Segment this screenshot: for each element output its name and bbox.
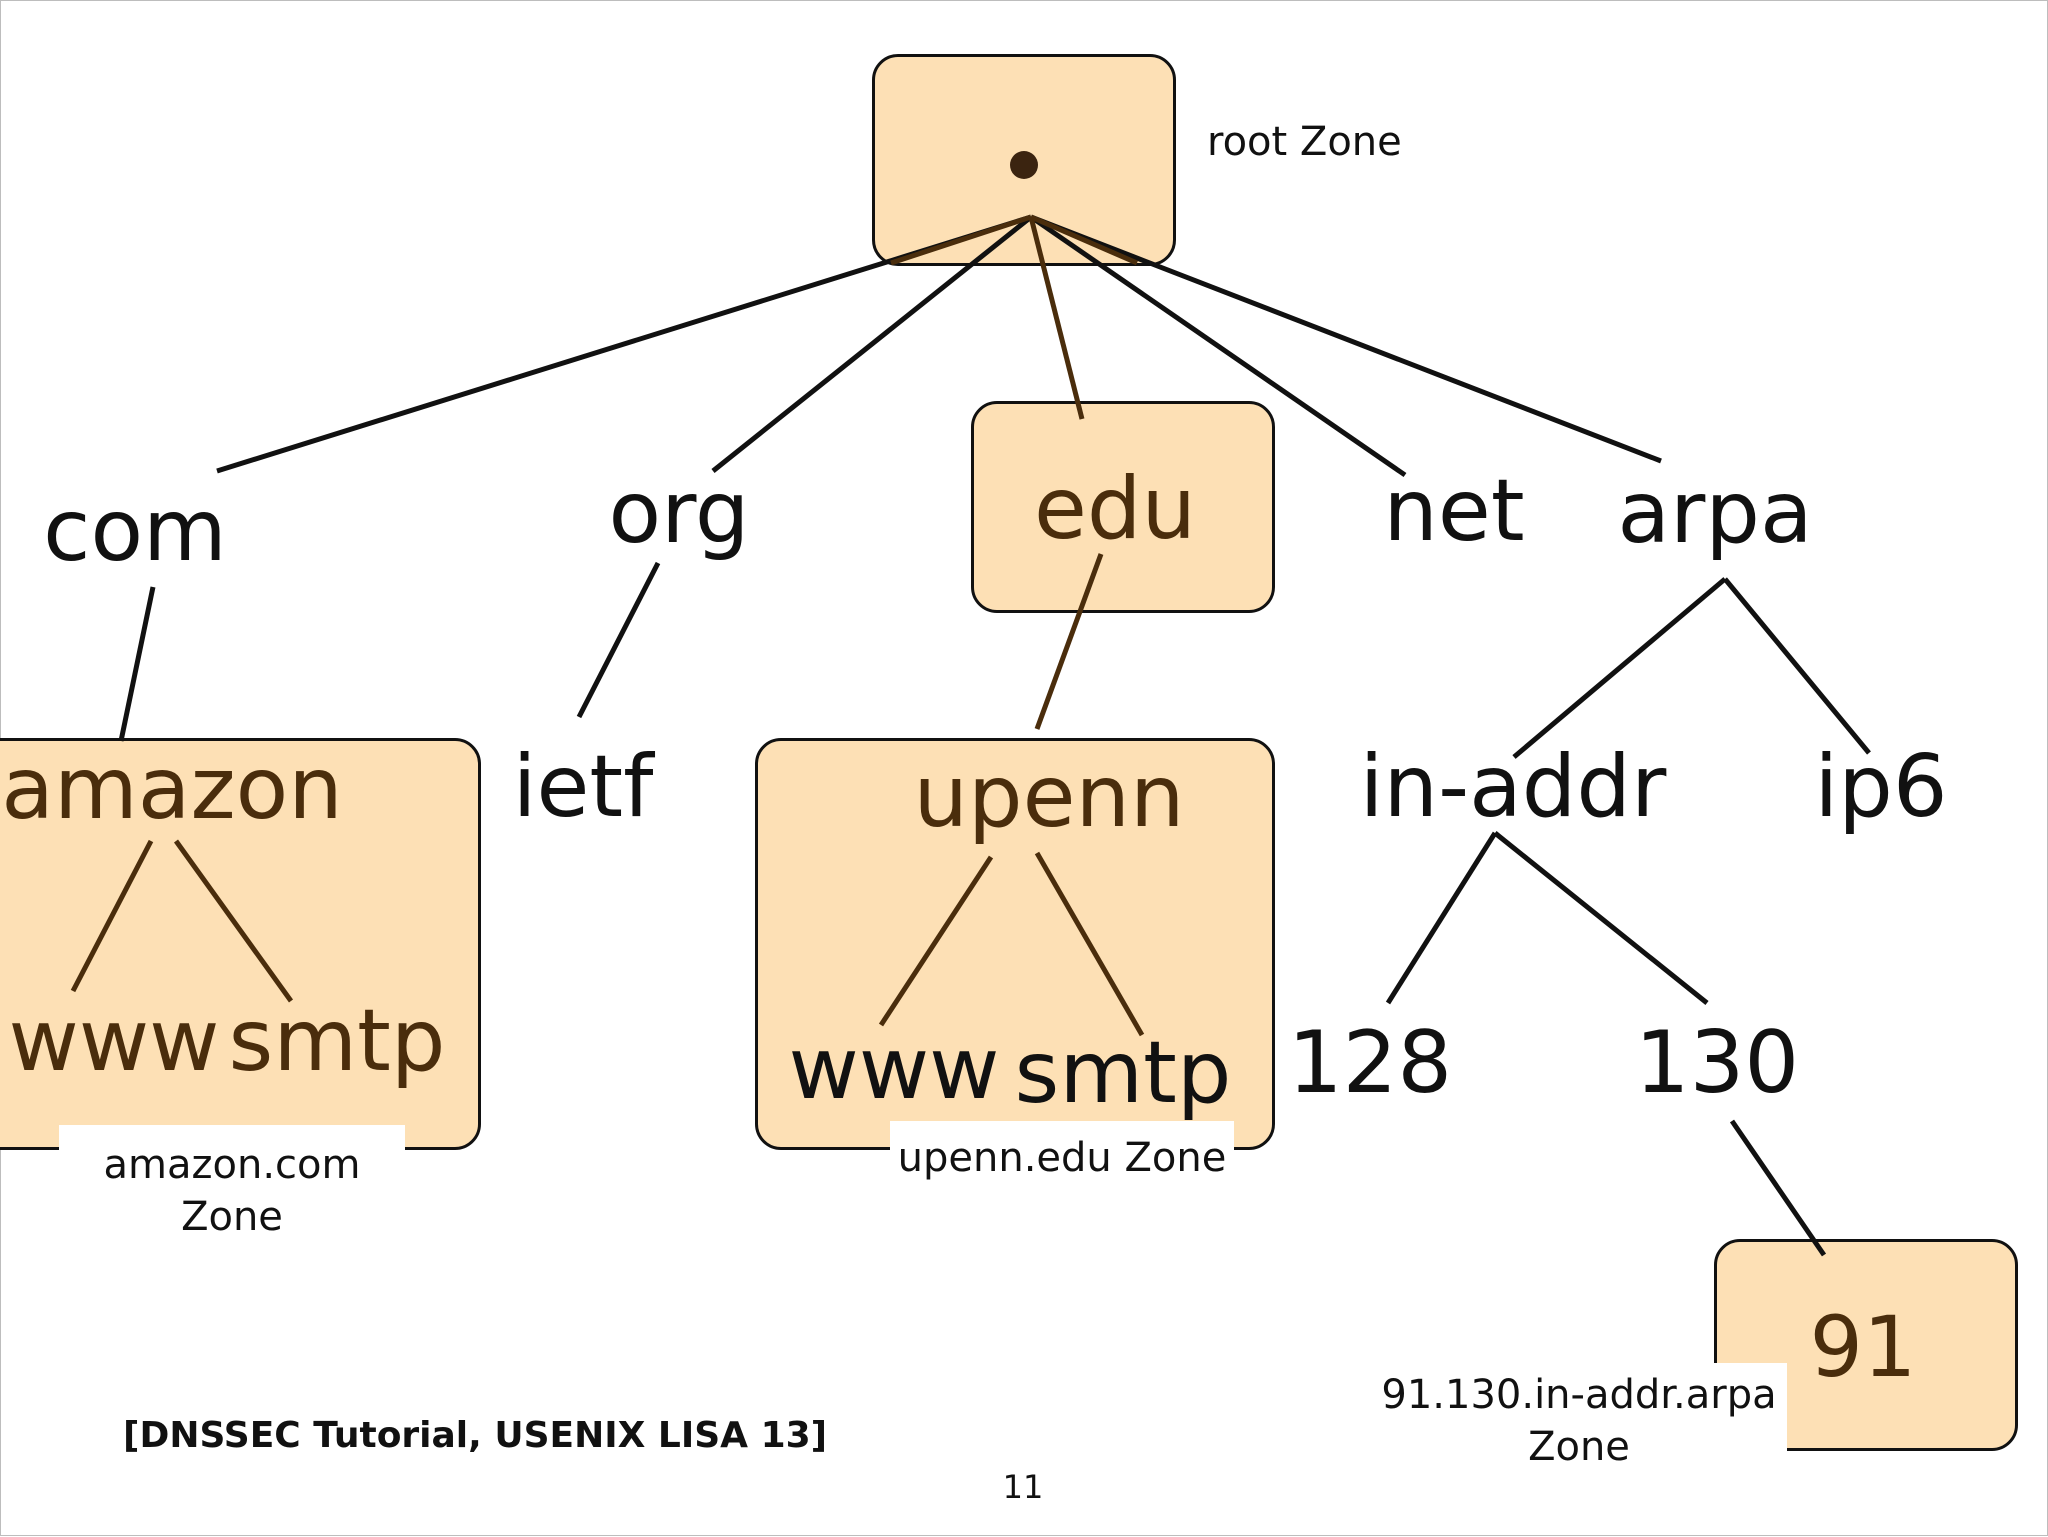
edge-arpa-inaddr <box>1512 577 1727 759</box>
upenn-zone-box <box>755 738 1275 1150</box>
arpa91-zone-caption-line1: 91.130.in-addr.arpa <box>1381 1372 1777 1418</box>
node-arpa: arpa <box>1617 463 1813 563</box>
edge-com-amazon <box>118 586 156 742</box>
node-upenn: upenn <box>913 747 1185 847</box>
edge-upenn-www <box>878 855 994 1027</box>
amazon-zone-caption-line2: Zone <box>181 1194 283 1240</box>
edge-arpa-ip6 <box>1723 577 1871 755</box>
node-ietf: ietf <box>512 737 654 837</box>
edge-root-net <box>1029 214 1407 478</box>
edge-amazon-www <box>70 839 154 993</box>
edge-root-org <box>711 215 1033 473</box>
edge-root-box-left <box>890 214 1032 266</box>
node-org: org <box>608 463 750 563</box>
edu-zone-box <box>971 401 1275 613</box>
node-edu: edu <box>1033 459 1197 559</box>
edge-root-arpa <box>1030 214 1662 464</box>
node-128: 128 <box>1287 1013 1453 1113</box>
node-upenn-www: www <box>788 1019 1000 1119</box>
node-amazon-smtp: smtp <box>228 991 446 1091</box>
node-ip6: ip6 <box>1814 737 1948 837</box>
edge-root-box-right <box>1030 214 1138 266</box>
page-number: 11 <box>1002 1468 1044 1506</box>
node-amazon-www: www <box>8 991 220 1091</box>
edge-edu-upenn <box>1034 553 1104 730</box>
edge-inaddr-128 <box>1385 831 1498 1005</box>
citation: [DNSSEC Tutorial, USENIX LISA 13] <box>123 1415 828 1456</box>
edge-org-ietf <box>576 561 661 719</box>
node-upenn-smtp: smtp <box>1014 1023 1232 1123</box>
node-130: 130 <box>1634 1013 1800 1113</box>
root-dot-icon <box>1010 151 1038 179</box>
node-in-addr: in-addr <box>1359 737 1667 837</box>
node-91: 91 <box>1809 1298 1917 1396</box>
edge-inaddr-130 <box>1493 831 1709 1005</box>
amazon-zone-caption: amazon.com Zone <box>59 1125 405 1247</box>
node-amazon: amazon <box>1 739 343 839</box>
node-com: com <box>43 481 227 581</box>
arpa91-zone-caption: 91.130.in-addr.arpa Zone <box>1371 1363 1787 1479</box>
node-net: net <box>1383 461 1525 561</box>
upenn-zone-caption: upenn.edu Zone <box>890 1121 1234 1185</box>
edge-amazon-smtp <box>173 839 294 1003</box>
edge-130-91 <box>1729 1119 1827 1257</box>
edge-root-edu <box>1028 216 1085 420</box>
edge-upenn-smtp <box>1034 851 1145 1037</box>
arpa91-zone-caption-line2: Zone <box>1528 1424 1630 1470</box>
root-zone-caption: root Zone <box>1207 119 1402 165</box>
amazon-zone-caption-line1: amazon.com <box>103 1142 361 1188</box>
